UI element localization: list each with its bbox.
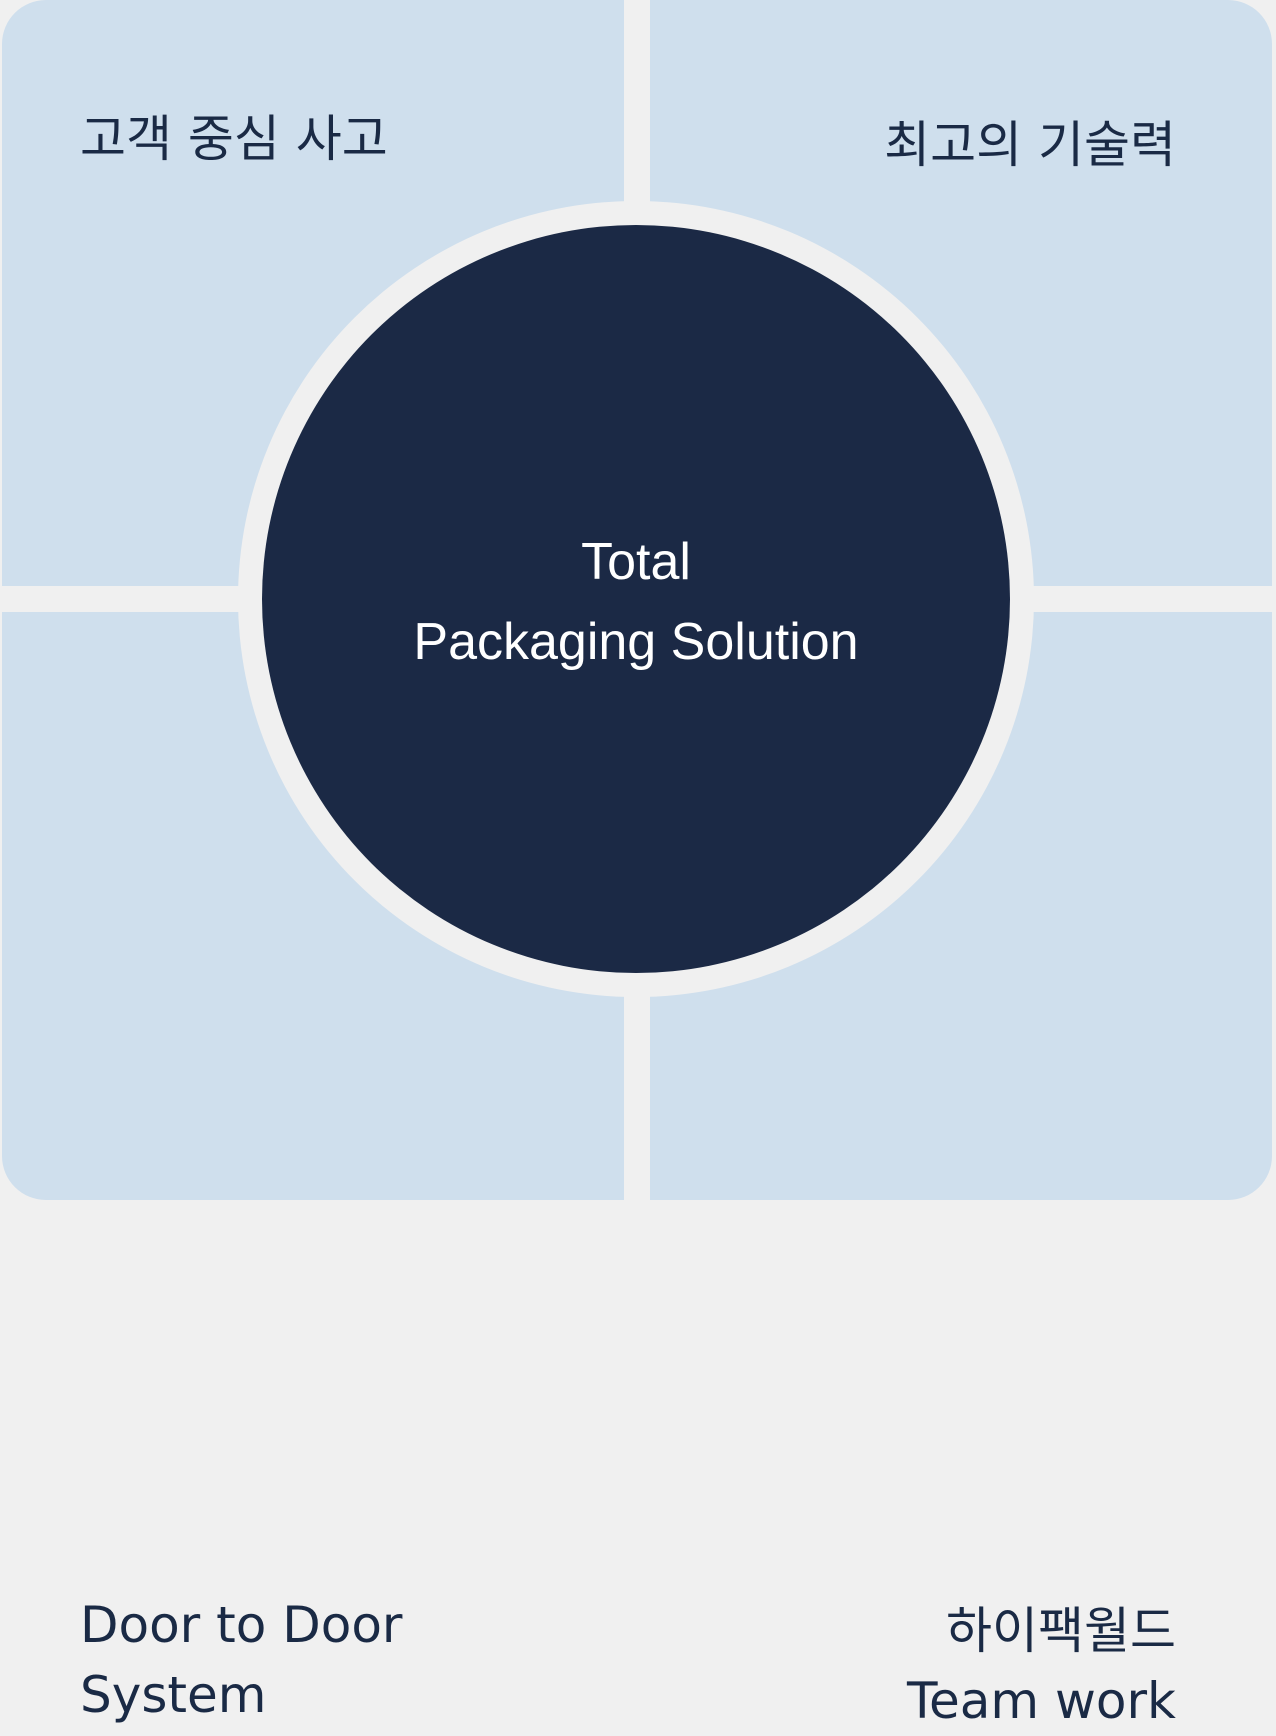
door-to-door-line2: System	[80, 1666, 267, 1724]
door-to-door-label: Door to Door System	[80, 1590, 402, 1730]
center-circle: Total Packaging Solution	[262, 225, 1010, 973]
center-title: Total Packaging Solution	[262, 522, 1010, 682]
teamwork-label: 하이팩월드 Team work	[907, 1596, 1176, 1736]
teamwork-line1: 하이팩월드	[946, 1602, 1176, 1660]
customer-focus-label: 고객 중심 사고	[80, 104, 388, 174]
door-to-door-line1: Door to Door	[80, 1596, 403, 1654]
center-title-line1: Total	[581, 533, 691, 591]
teamwork-line2: Team work	[906, 1672, 1176, 1730]
customer-focus-text: 고객 중심 사고	[80, 110, 388, 168]
best-technology-label: 최고의 기술력	[884, 110, 1176, 180]
center-title-line2: Packaging Solution	[413, 613, 859, 671]
best-technology-text: 최고의 기술력	[884, 116, 1176, 174]
